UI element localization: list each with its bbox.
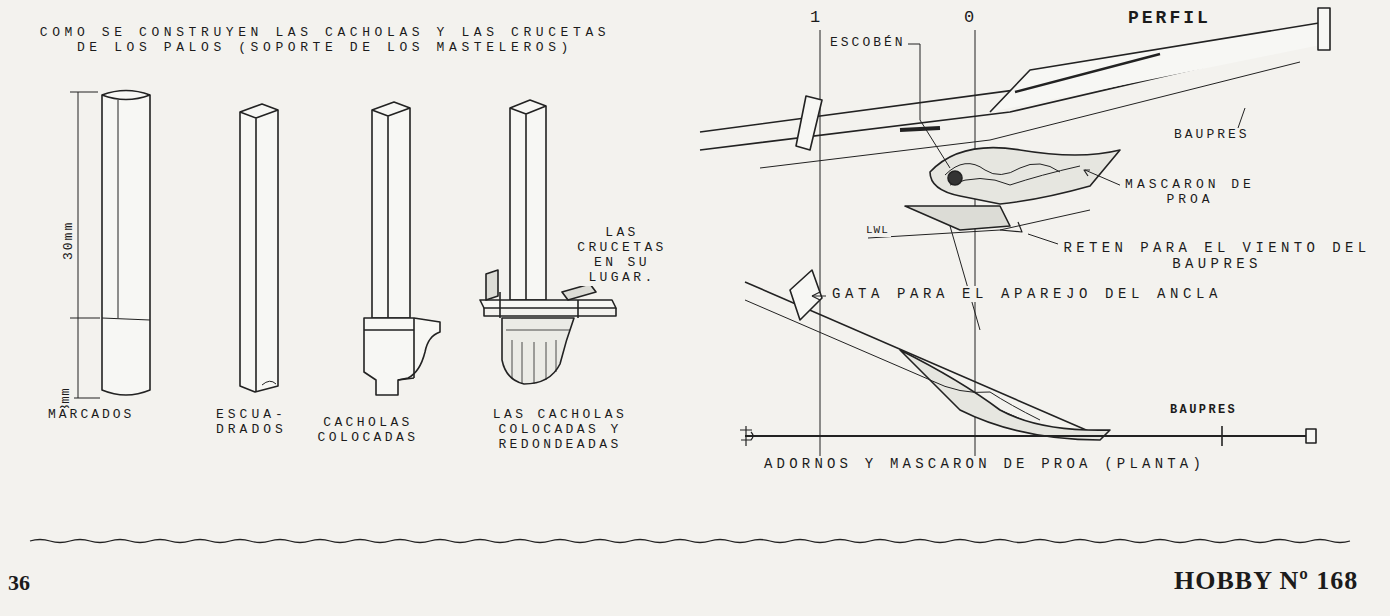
step-caption: LAS CACHOLAS COLOCADAS Y REDONDEADAS xyxy=(452,408,668,453)
part-label: BAUPRES xyxy=(1168,404,1239,418)
part-label: ESCOBÉN xyxy=(828,36,908,51)
dimension: 30mm xyxy=(62,219,77,262)
step-caption: MARCADOS xyxy=(46,408,136,423)
magazine-issue: HOBBY Nº 168 xyxy=(1172,566,1360,596)
part-label: RETEN PARA EL VIENTO DEL BAUPRES xyxy=(1058,240,1376,272)
page-number: 36 xyxy=(6,570,32,595)
waterline-label: LWL xyxy=(864,224,891,237)
part-label: BAUPRES xyxy=(1172,128,1252,143)
view-caption: ADORNOS Y MASCARON DE PROA (PLANTA) xyxy=(762,456,1207,472)
part-label: MASCARON DE PROA xyxy=(1120,178,1260,208)
view-title: PERFIL xyxy=(1126,8,1213,29)
step-caption: CACHOLAS COLOCADAS xyxy=(284,416,452,446)
station-number: 0 xyxy=(962,8,976,28)
heading: COMO SE CONSTRUYEN LAS CACHOLAS Y LAS CR… xyxy=(30,26,620,56)
station-number: 1 xyxy=(808,8,822,28)
part-label: LAS CRUCETAS EN SU LUGAR. xyxy=(566,226,678,286)
part-label: GATA PARA EL APAREJO DEL ANCLA xyxy=(830,286,1224,302)
